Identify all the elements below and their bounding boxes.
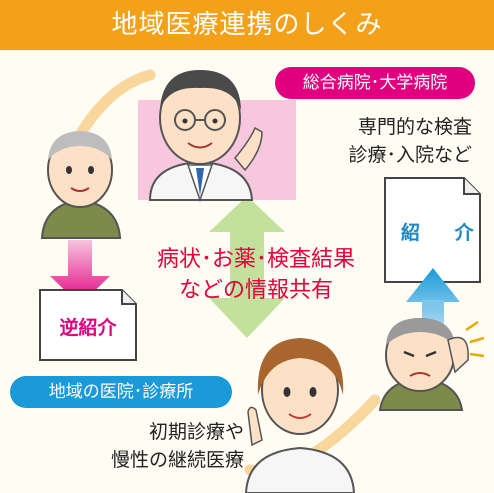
page-title: 地域医療連携のしくみ <box>111 10 383 40</box>
exchange-arrow <box>209 196 285 338</box>
sick-patient-icon <box>378 318 485 411</box>
hospital-doctor-icon <box>148 70 263 203</box>
clinic-description: 初期診療や 慢性の継続医療 <box>22 418 244 474</box>
hospital-label: 総合病院･大学病院 <box>275 67 475 99</box>
hospital-description: 専門的な検査 診療･入院など <box>262 113 472 169</box>
info-sharing-text: 病状･お薬･検査結果 などの情報共有 <box>128 244 384 306</box>
referral-arrow <box>406 268 460 336</box>
info-sharing-line: 病状･お薬･検査結果 <box>156 247 355 272</box>
referral-label: 紹 介 <box>401 222 488 244</box>
document-icon <box>39 289 137 361</box>
info-sharing-line: などの情報共有 <box>178 278 333 303</box>
document-icon <box>384 177 481 283</box>
hospital-desc-line: 専門的な検査 <box>357 116 472 138</box>
hospital-desc-line: 診療･入院など <box>348 144 472 166</box>
reverse-referral-arrow <box>50 240 110 305</box>
title-bar <box>0 0 494 50</box>
reverse-referral-label: 逆紹介 <box>59 317 117 339</box>
clinic-doctor-icon <box>244 338 356 493</box>
clinic-desc-line: 慢性の継続医療 <box>110 449 244 471</box>
clinic-label: 地域の医院･診療所 <box>10 376 232 408</box>
clinic-desc-line: 初期診療や <box>148 421 244 443</box>
elderly-patient-icon <box>40 131 122 239</box>
